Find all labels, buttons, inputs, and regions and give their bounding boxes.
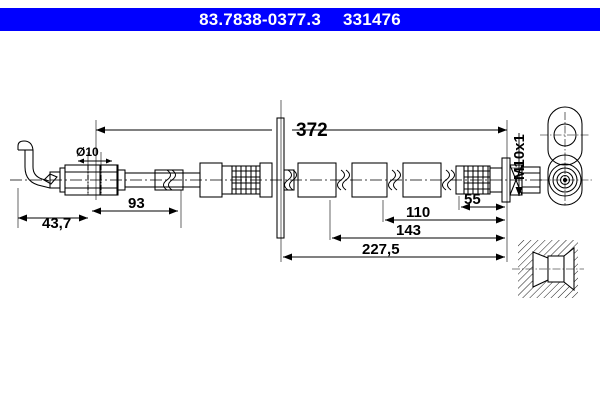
dim-bore-10 bbox=[78, 152, 112, 195]
dim-label-bore: Ø10 bbox=[76, 145, 99, 159]
dim-label-43-7: 43,7 bbox=[42, 215, 71, 232]
dim-label-143: 143 bbox=[396, 222, 421, 239]
part-number-label: 83.7838-0377.3 bbox=[199, 10, 321, 29]
dim-label-372: 372 bbox=[296, 120, 328, 141]
hose-section-b bbox=[283, 162, 455, 198]
dim-label-m10x1: M10x1 bbox=[511, 134, 528, 180]
right-crimp-block bbox=[455, 165, 503, 195]
dim-label-227-5: 227,5 bbox=[362, 241, 400, 258]
dim-thread-m10 bbox=[512, 133, 524, 196]
center-bracket-clip bbox=[276, 117, 285, 239]
dim-label-93: 93 bbox=[128, 195, 145, 212]
left-hook-fitting bbox=[17, 140, 66, 193]
hose-assembly-geometry bbox=[10, 117, 545, 239]
dimension-annotations bbox=[17, 100, 524, 262]
dim-label-55: 55 bbox=[464, 191, 481, 208]
detail-section-view bbox=[512, 240, 584, 298]
spring-coil-right bbox=[463, 165, 491, 195]
title-bar: 83.7838-0377.3 331476 bbox=[0, 8, 600, 31]
detail-eye-bracket-view bbox=[540, 106, 590, 205]
reference-number-label: 331476 bbox=[342, 10, 401, 29]
detail-end-circles-view bbox=[540, 154, 592, 206]
dim-label-110: 110 bbox=[406, 204, 430, 221]
